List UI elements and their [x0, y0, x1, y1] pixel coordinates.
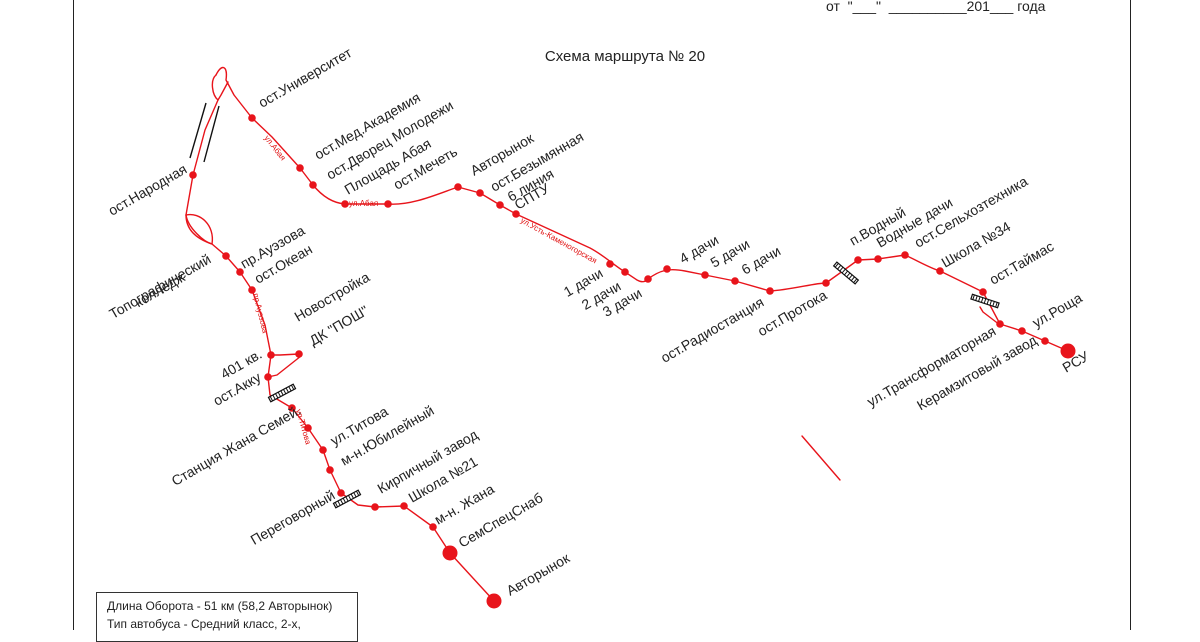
- stop-dot-20: [326, 466, 334, 474]
- rail-line-2: [203, 105, 220, 163]
- stop-dot-2: [296, 164, 304, 172]
- stop-dot-8: [496, 201, 504, 209]
- street-label: ул.Абая: [349, 199, 378, 208]
- stop-markers: [189, 114, 1076, 609]
- stop-dot-15: [295, 350, 303, 358]
- stop-dot-29: [701, 271, 709, 279]
- stop-dot-28: [663, 265, 671, 273]
- railway-crossing-1: [267, 383, 297, 403]
- stop-dot-33: [854, 256, 862, 264]
- stop-dot-23: [400, 502, 408, 510]
- stop-dot-12: [236, 268, 244, 276]
- terminal-dot-2: [486, 593, 502, 609]
- stop-dot-21: [337, 489, 345, 497]
- stop-dot-32: [822, 279, 830, 287]
- stop-dot-10: [189, 171, 197, 179]
- stop-label: Переговорный: [248, 487, 338, 548]
- terminal-dot-1: [442, 545, 458, 561]
- stop-dot-36: [936, 267, 944, 275]
- stop-dot-14: [267, 351, 275, 359]
- stop-dot-35: [901, 251, 909, 259]
- railway-crossing-3: [832, 261, 860, 285]
- stop-dot-5: [384, 200, 392, 208]
- stop-dot-1: [248, 114, 256, 122]
- stop-dot-26: [644, 275, 652, 283]
- stop-label: Авторынок: [504, 549, 573, 598]
- stop-dot-39: [1018, 327, 1026, 335]
- street-label: ул.Абая: [262, 134, 287, 163]
- street-label: пр.Ауэзова: [251, 292, 270, 334]
- stop-label: ост.Радиостанция: [658, 294, 767, 366]
- rail-line-1: [189, 102, 207, 159]
- terminal-dot-3: [1060, 343, 1076, 359]
- stop-dot-19: [319, 446, 327, 454]
- stop-label: ул.Роща: [1030, 289, 1085, 330]
- stop-dot-6: [454, 183, 462, 191]
- info-line-length: Длина Оборота - 51 км (58,2 Авторынок): [107, 599, 333, 613]
- stop-dot-27: [606, 260, 614, 268]
- stop-dot-25: [621, 268, 629, 276]
- stop-dot-17: [288, 404, 296, 412]
- stop-dot-24: [429, 523, 437, 531]
- route-path-3: [217, 81, 229, 101]
- stop-dot-7: [476, 189, 484, 197]
- stop-dot-13: [248, 286, 256, 294]
- stop-dot-3: [309, 181, 317, 189]
- stop-dot-34: [874, 255, 882, 263]
- stop-dot-40: [1041, 337, 1049, 345]
- stop-labels: ост.Университетост.Мед.Академияост.Дворе…: [105, 44, 1091, 599]
- route-path-4: [185, 214, 213, 245]
- stop-label: ост.Университет: [256, 44, 355, 111]
- route-path-5: [185, 213, 214, 245]
- route-path-8: [801, 435, 841, 481]
- stop-dot-9: [512, 210, 520, 218]
- sheet-border-left: [73, 0, 74, 630]
- map-title: Схема маршрута № 20: [544, 48, 706, 65]
- stop-dot-18: [304, 424, 312, 432]
- stop-dot-4: [341, 200, 349, 208]
- stop-label: ост.Народная: [105, 161, 189, 219]
- stop-dot-22: [371, 503, 379, 511]
- railway-crossing-4: [970, 293, 1000, 309]
- stop-dot-37: [979, 288, 987, 296]
- railway-crossings: [267, 261, 1000, 509]
- stop-label: ост.Протока: [755, 287, 830, 340]
- route-path-7: [979, 306, 1001, 326]
- route-lines: [185, 66, 1069, 602]
- railway-crossing-2: [332, 489, 362, 509]
- sheet-border-right: [1130, 0, 1131, 630]
- stop-dot-31: [766, 287, 774, 295]
- stop-dot-16: [264, 373, 272, 381]
- stop-label: ост.Таймас: [987, 238, 1057, 288]
- date-line: от "___" __________201___ года: [826, 0, 1046, 14]
- stop-dot-38: [996, 320, 1004, 328]
- stop-dot-30: [731, 277, 739, 285]
- street-label: ул.Усть-Каменогорская: [519, 216, 598, 265]
- stop-label: Станция Жана Семей.: [169, 402, 304, 489]
- route-path-1: [215, 66, 1069, 352]
- route-info-box: Длина Оборота - 51 км (58,2 Авторынок) Т…: [96, 592, 358, 642]
- stop-dot-11: [222, 252, 230, 260]
- info-line-bus-type: Тип автобуса - Средний класс, 2-х,: [107, 617, 301, 631]
